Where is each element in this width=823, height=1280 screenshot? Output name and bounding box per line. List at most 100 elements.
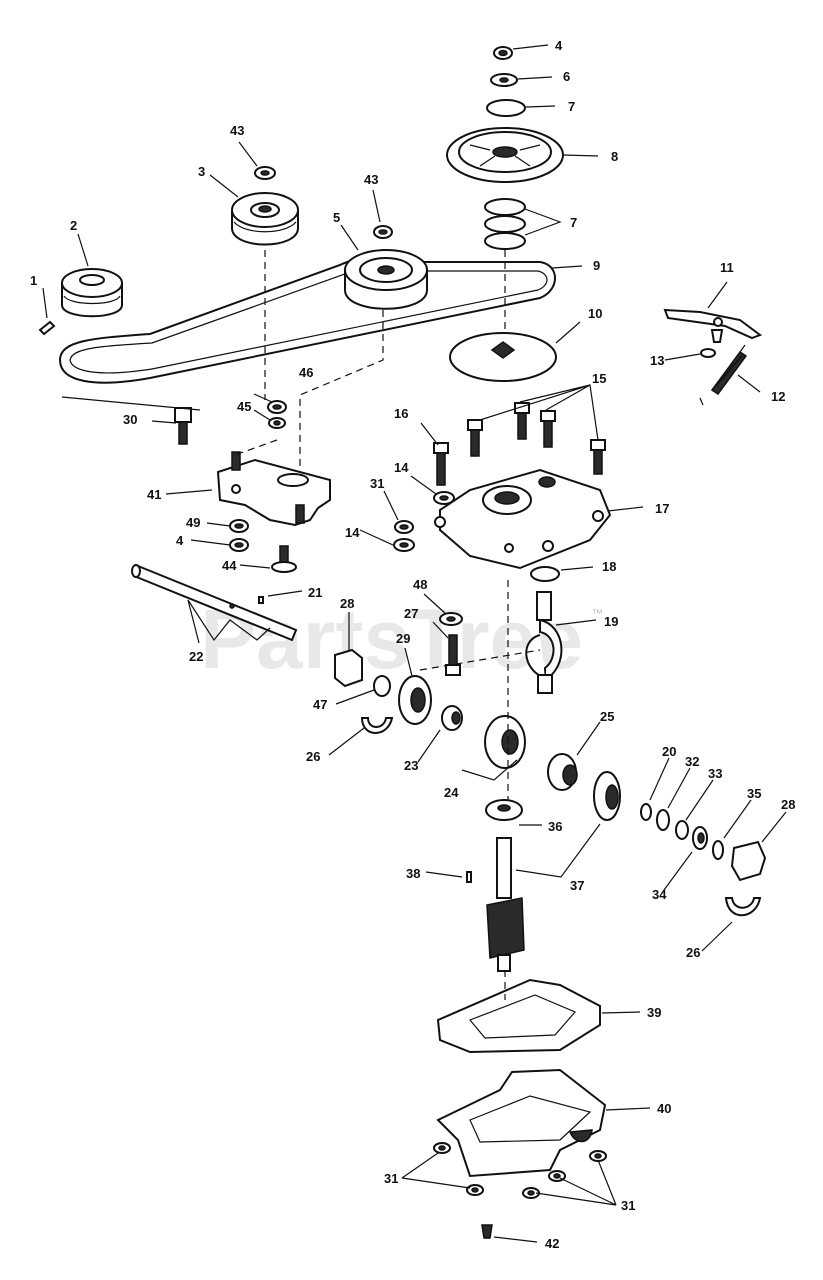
part-nuts-31-lower: [433, 1142, 607, 1199]
part-washer-33: [675, 820, 689, 840]
part-pulley-8: [446, 127, 564, 183]
callout-43-left: 43: [230, 123, 244, 138]
callout-12: 12: [771, 389, 785, 404]
part-housing-17: [434, 468, 612, 570]
callout-8: 8: [611, 149, 618, 164]
callout-11: 11: [720, 260, 734, 275]
part-key-21: [258, 596, 264, 604]
callout-46: 46: [299, 365, 313, 380]
part-shaft-22: [131, 564, 298, 642]
callout-43-right: 43: [364, 172, 378, 187]
part-block-28-right: [730, 840, 767, 882]
part-nut-31-mid: [394, 520, 414, 534]
callout-7-top: 7: [568, 99, 575, 114]
callout-44: 44: [222, 558, 237, 573]
callout-20: 20: [662, 744, 676, 759]
part-gear-24: [461, 715, 526, 781]
callout-5: 5: [333, 210, 340, 225]
callout-19: 19: [604, 614, 618, 629]
callout-39: 39: [647, 1005, 661, 1020]
part-case-40: [436, 1068, 607, 1178]
part-stud-44: [271, 545, 297, 573]
callout-31-lower-left: 31: [384, 1171, 398, 1186]
callout-31-lower-right: 31: [621, 1198, 635, 1213]
part-washer-6: [490, 73, 518, 87]
callout-16: 16: [394, 406, 408, 421]
part-plug-42: [481, 1224, 493, 1239]
callout-14-top: 14: [394, 460, 409, 475]
part-key-38: [466, 871, 472, 883]
callout-41: 41: [147, 487, 161, 502]
part-fork-19: [525, 591, 563, 694]
callout-32: 32: [685, 754, 699, 769]
callout-33: 33: [708, 766, 722, 781]
callout-22: 22: [189, 649, 203, 664]
part-washer-45: [268, 417, 286, 429]
part-bearing-34: [692, 826, 708, 850]
part-bolt-30: [174, 407, 192, 445]
part-washer-18: [530, 566, 560, 582]
part-pulley-3: [231, 192, 299, 246]
part-pulley-2: [61, 268, 123, 318]
part-washer-13: [700, 348, 716, 358]
part-washer-35: [712, 840, 724, 860]
callout-9: 9: [593, 258, 600, 273]
part-disc-10: [449, 332, 557, 382]
part-bolt-15-a: [467, 419, 483, 457]
part-washer-14-top: [433, 491, 455, 505]
callout-labels: 1 2 3 43 43 5 4 6 7 8 7 9 10 11 13 12 15…: [30, 38, 795, 1251]
part-wormshaft-37: [486, 837, 525, 972]
part-washer-20: [640, 803, 652, 821]
part-nut-43-left: [254, 166, 276, 180]
alignment-lines: [234, 250, 541, 1000]
part-bolt-15-d: [590, 439, 606, 475]
callout-37: 37: [570, 878, 584, 893]
callout-24: 24: [444, 785, 459, 800]
callout-28-right: 28: [781, 797, 795, 812]
part-block-28-left: [334, 648, 363, 688]
callout-4-top: 4: [555, 38, 563, 53]
callout-3: 3: [198, 164, 205, 179]
part-nut-49: [229, 519, 249, 533]
part-bolt-15-b: [514, 402, 530, 440]
part-washer-36: [485, 799, 523, 821]
part-washer-7-top: [486, 99, 526, 117]
callout-45: 45: [237, 399, 251, 414]
callout-27: 27: [404, 606, 418, 621]
callout-6: 6: [563, 69, 570, 84]
part-nut-4-left: [229, 538, 249, 552]
part-gear-25: [547, 753, 578, 791]
part-washer-48: [439, 612, 463, 626]
callout-47: 47: [313, 697, 327, 712]
callout-13: 13: [650, 353, 664, 368]
callout-17: 17: [655, 501, 669, 516]
callout-35: 35: [747, 786, 761, 801]
callout-38: 38: [406, 866, 420, 881]
callout-4-left: 4: [176, 533, 184, 548]
callout-14-mid: 14: [345, 525, 360, 540]
part-pulley-5: [344, 249, 428, 310]
callout-2: 2: [70, 218, 77, 233]
callout-34: 34: [652, 887, 667, 902]
callout-15: 15: [592, 371, 606, 386]
part-nut-43-right: [373, 225, 393, 239]
callout-7-lower: 7: [570, 215, 577, 230]
callout-40: 40: [657, 1101, 671, 1116]
part-bolt-15-c: [540, 410, 556, 448]
part-gasket-39: [436, 978, 601, 1054]
part-bolt-16: [433, 442, 449, 486]
callout-42: 42: [545, 1236, 559, 1251]
part-nut-4: [493, 46, 513, 60]
part-lever-11: [663, 308, 763, 343]
callout-18: 18: [602, 559, 616, 574]
callout-1: 1: [30, 273, 37, 288]
part-spring-12: [699, 344, 748, 406]
callout-21: 21: [308, 585, 322, 600]
part-pulley-29: [398, 675, 432, 725]
callout-26-right: 26: [686, 945, 700, 960]
callout-29: 29: [396, 631, 410, 646]
part-bracket-41: [216, 451, 331, 527]
watermark: PartsTree: [200, 592, 583, 686]
callout-25: 25: [600, 709, 614, 724]
